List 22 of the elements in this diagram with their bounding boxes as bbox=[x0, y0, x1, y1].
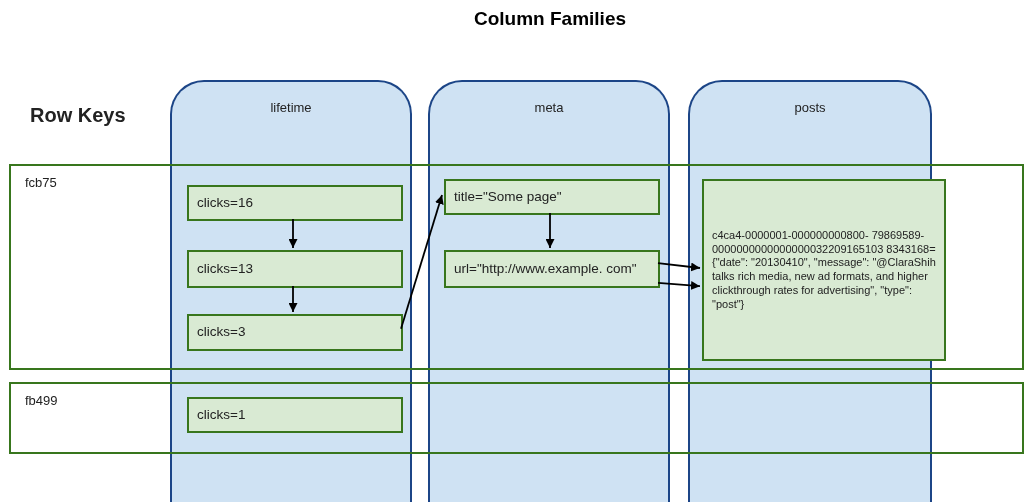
arrow bbox=[657, 262, 701, 272]
value-cell: clicks=3 bbox=[187, 314, 403, 351]
value-cell: clicks=1 bbox=[187, 397, 403, 433]
row-keys-heading: Row Keys bbox=[30, 104, 126, 127]
json-value-cell: c4ca4-0000001-000000000800- 79869589- 0000000000000000032209165103 8343168={"date": "20130410", "message": "@ClaraShih talks rich media, new ad formats, and higher clickthrough rates for advertising", "type": "post"} bbox=[702, 179, 946, 361]
value-cell: clicks=13 bbox=[187, 250, 403, 288]
column-family-name: meta bbox=[533, 100, 565, 115]
arrow bbox=[657, 281, 701, 290]
value-cell: clicks=16 bbox=[187, 185, 403, 221]
arrow bbox=[400, 194, 444, 330]
value-cell: url="http://www.example. com" bbox=[444, 250, 660, 288]
arrow bbox=[288, 218, 298, 249]
row-key: fb499 bbox=[25, 393, 58, 408]
row-key: fcb75 bbox=[25, 175, 57, 190]
arrow bbox=[288, 285, 298, 313]
arrow bbox=[545, 212, 555, 249]
column-family-panel bbox=[428, 80, 670, 502]
diagram-title: Column Families bbox=[473, 8, 627, 30]
value-cell: title="Some page" bbox=[444, 179, 660, 215]
column-family-name: posts bbox=[793, 100, 827, 115]
column-family-name: lifetime bbox=[269, 100, 313, 115]
column-family-panel bbox=[170, 80, 412, 502]
